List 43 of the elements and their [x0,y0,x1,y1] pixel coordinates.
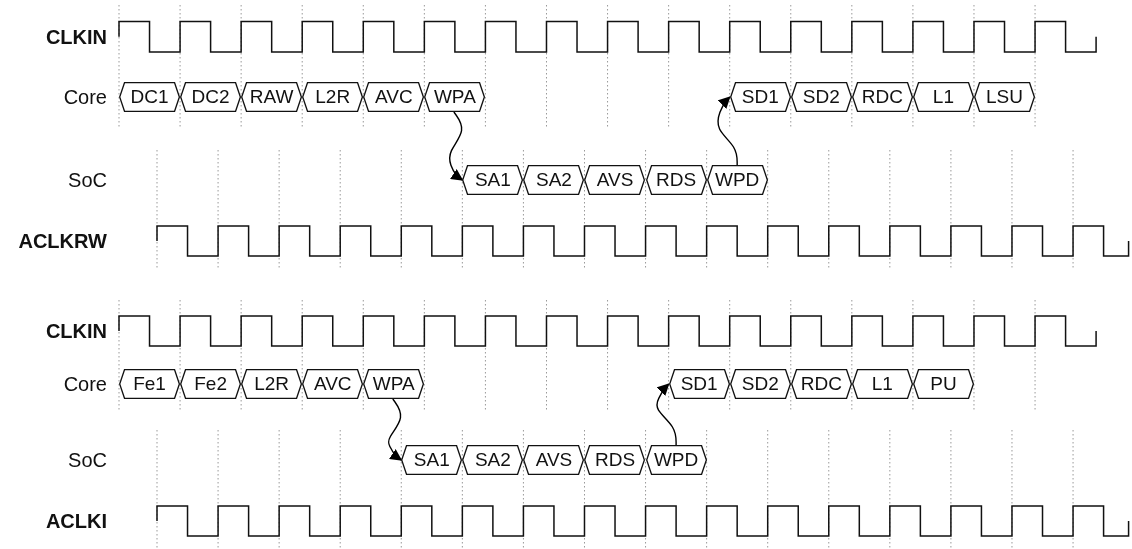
stage-hexagon: SD2 [790,82,852,112]
stage-hexagon: PU [912,369,974,399]
stage-hexagon: DC2 [180,82,242,112]
arrow [717,96,738,166]
stage-hexagon: WPA [424,82,486,112]
stage-hexagon: WPA [363,369,425,399]
stage-hexagon: AVC [302,369,364,399]
arrow [448,111,464,181]
signal-name: CLKIN [45,25,107,49]
stage-hexagon: DC1 [119,82,181,112]
signal-name: SoC [68,168,107,192]
stage-hexagon: AVS [523,445,585,475]
stage-hexagon: Fe2 [180,369,242,399]
stage-hexagon: AVS [584,165,646,195]
signal-name: CLKIN [45,319,107,343]
signal-name: ACLKRW [18,229,107,253]
stage-hexagon: RDC [790,369,852,399]
stage-hexagon: AVC [363,82,425,112]
stage-hexagon: RDS [584,445,646,475]
stage-hexagon: SA1 [401,445,463,475]
stage-hexagon: SD2 [729,369,791,399]
stage-hexagon: WPD [645,445,707,475]
stage-hexagon: RAW [241,82,303,112]
stage-hexagon: SA2 [523,165,585,195]
stage-hexagon: RDS [645,165,707,195]
stage-hexagon: RDC [851,82,913,112]
stage-hexagon: L2R [241,369,303,399]
stage-hexagon: L1 [912,82,974,112]
stage-hexagon: SA2 [462,445,524,475]
signal-name: ACLKI [45,509,107,533]
signal-name: SoC [68,448,107,472]
stage-hexagon: LSU [973,82,1036,112]
signal-name: Core [63,85,107,109]
arrow [656,383,677,446]
stage-hexagon: L2R [302,82,364,112]
stage-hexagon: Fe1 [119,369,181,399]
stage-hexagon: SD1 [668,369,730,399]
stage-hexagon: L1 [851,369,913,399]
stage-hexagon: WPD [706,165,768,195]
arrow [387,398,403,461]
signal-name: Core [63,372,107,396]
stage-hexagon: SD1 [729,82,791,112]
stage-hexagon: SA1 [462,165,524,195]
